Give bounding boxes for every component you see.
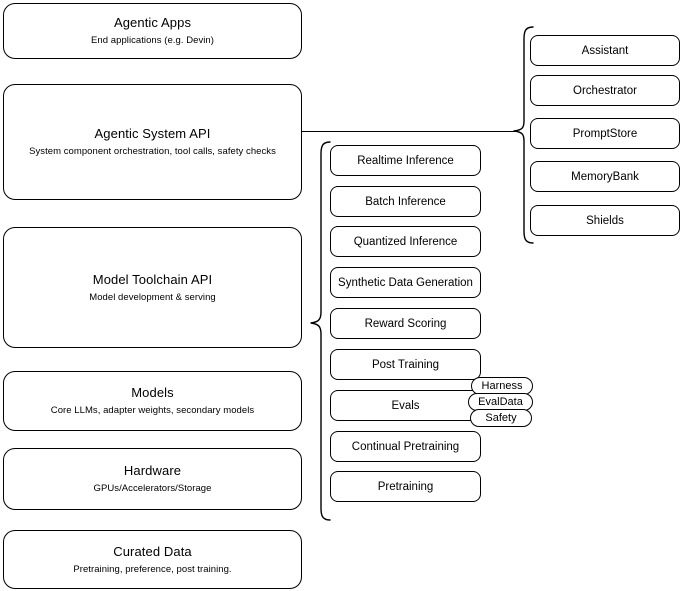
node-label: Post Training	[371, 358, 440, 371]
node-memorybank[interactable]: MemoryBank	[530, 161, 680, 192]
node-synthetic-data-generation[interactable]: Synthetic Data Generation	[330, 267, 481, 298]
node-orchestrator[interactable]: Orchestrator	[530, 75, 680, 106]
pill-label: Safety	[485, 411, 517, 424]
pill-harness[interactable]: Harness	[471, 377, 533, 395]
layer-subtitle: Pretraining, preference, post training.	[73, 563, 232, 575]
node-label: Continual Pretraining	[351, 440, 460, 453]
layer-box-hardware[interactable]: Hardware GPUs/Accelerators/Storage	[3, 448, 302, 510]
layer-box-model-toolchain-api[interactable]: Model Toolchain API Model development & …	[3, 227, 302, 348]
layer-box-agentic-apps[interactable]: Agentic Apps End applications (e.g. Devi…	[3, 3, 302, 59]
layer-title: Model Toolchain API	[92, 271, 213, 287]
pill-label: EvalData	[478, 395, 523, 408]
layer-title: Agentic Apps	[113, 15, 192, 30]
node-label: Pretraining	[377, 480, 434, 493]
node-shields[interactable]: Shields	[530, 205, 680, 236]
node-evals[interactable]: Evals	[330, 390, 481, 421]
node-quantized-inference[interactable]: Quantized Inference	[330, 226, 481, 257]
pill-label: Harness	[481, 379, 523, 392]
node-label: Evals	[391, 399, 420, 412]
node-realtime-inference[interactable]: Realtime Inference	[330, 145, 481, 176]
node-label: Quantized Inference	[353, 235, 458, 248]
layer-title: Models	[131, 385, 174, 400]
node-label: MemoryBank	[571, 170, 639, 183]
node-label: Assistant	[581, 44, 629, 57]
layer-title: Curated Data	[113, 543, 192, 559]
node-label: Batch Inference	[365, 195, 446, 208]
node-pretraining[interactable]: Pretraining	[330, 471, 481, 502]
layer-subtitle: GPUs/Accelerators/Storage	[93, 483, 212, 494]
layer-box-models[interactable]: Models Core LLMs, adapter weights, secon…	[3, 371, 302, 431]
node-post-training[interactable]: Post Training	[330, 349, 481, 380]
node-label: Realtime Inference	[357, 154, 454, 167]
layer-subtitle: Core LLMs, adapter weights, secondary mo…	[50, 405, 255, 416]
node-label: Orchestrator	[573, 84, 637, 97]
node-label: Reward Scoring	[364, 317, 447, 330]
layer-subtitle: System component orchestration, tool cal…	[29, 146, 276, 157]
node-label: Synthetic Data Generation	[338, 276, 473, 289]
layer-subtitle: End applications (e.g. Devin)	[91, 35, 214, 46]
layer-title: Agentic System API	[94, 126, 211, 141]
layer-title: Hardware	[123, 463, 182, 478]
pill-safety[interactable]: Safety	[470, 409, 532, 427]
bracket-system-components	[511, 25, 535, 245]
layer-box-agentic-system-api[interactable]: Agentic System API System component orch…	[3, 84, 302, 200]
node-label: Shields	[586, 214, 624, 227]
connector-system-api-to-components	[302, 131, 516, 133]
node-label: PromptStore	[572, 127, 638, 140]
layer-subtitle: Model development & serving	[89, 291, 216, 303]
node-batch-inference[interactable]: Batch Inference	[330, 186, 481, 217]
node-promptstore[interactable]: PromptStore	[530, 118, 680, 149]
node-reward-scoring[interactable]: Reward Scoring	[330, 308, 481, 339]
layer-box-curated-data[interactable]: Curated Data Pretraining, preference, po…	[3, 530, 302, 589]
bracket-model-toolchain	[308, 140, 332, 522]
pill-evaldata[interactable]: EvalData	[468, 393, 533, 411]
node-continual-pretraining[interactable]: Continual Pretraining	[330, 431, 481, 462]
node-assistant[interactable]: Assistant	[530, 35, 680, 66]
